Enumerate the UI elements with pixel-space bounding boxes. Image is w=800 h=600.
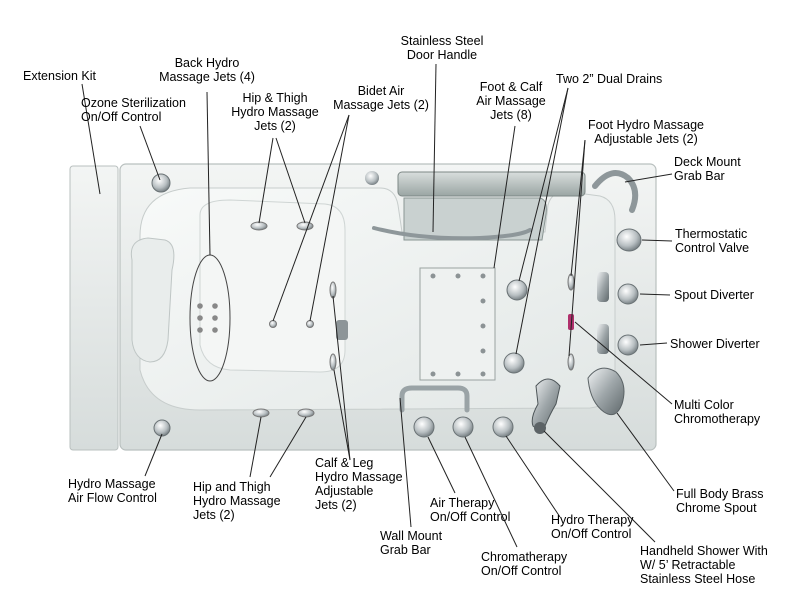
label-dual-drains: Two 2” Dual Drains [556, 72, 663, 86]
back-jet [197, 303, 203, 309]
seat [199, 199, 346, 373]
back-jet [212, 327, 218, 333]
label-hydro-airflow: Hydro Massage Air Flow Control [68, 477, 157, 505]
foot-air-jet [480, 298, 486, 304]
door-knob [365, 171, 379, 185]
label-back-hydro: Back Hydro Massage Jets (4) [159, 56, 255, 84]
label-chromatherapy-ctrl: Chromatherapy On/Off Control [481, 550, 568, 578]
foot-air-jet [430, 371, 436, 377]
label-calf-leg: Calf & Leg Hydro Massage Adjustable Jets… [315, 456, 403, 512]
back-jet [197, 327, 203, 333]
chromotherapy-light [568, 314, 574, 330]
foot-air-jet [430, 273, 436, 279]
shower-diverter [617, 334, 639, 356]
label-hip-thigh-top: Hip & Thigh Hydro Massage Jets (2) [231, 91, 319, 133]
label-ozone: Ozone Sterilization On/Off Control [81, 96, 186, 124]
thermostatic-valve [616, 228, 642, 252]
label-foot-calf-air: Foot & Calf Air Massage Jets (8) [476, 80, 546, 122]
label-hip-thigh-bottom: Hip and Thigh Hydro Massage Jets (2) [193, 480, 281, 522]
ozone-knob [151, 173, 171, 193]
spout-diverter [617, 283, 639, 305]
foot-hydro-jet [567, 353, 575, 371]
label-door-handle: Stainless Steel Door Handle [400, 34, 484, 62]
label-extension-kit: Extension Kit [23, 69, 96, 83]
back-jet [197, 315, 203, 321]
foot-air-jet [455, 273, 461, 279]
shower-diverter-base [597, 324, 609, 354]
foot-air-jet [480, 323, 486, 329]
label-air-therapy: Air Therapy On/Off Control [430, 496, 511, 524]
drain-plate [336, 320, 348, 340]
door-window [403, 197, 547, 241]
label-spout-diverter: Spout Diverter [674, 288, 754, 302]
back-jet [212, 303, 218, 309]
drain [503, 352, 525, 374]
handheld-base [534, 422, 546, 434]
label-wall-grab: Wall Mount Grab Bar [380, 529, 443, 557]
deck-grab-bar [592, 170, 639, 213]
label-bidet-air: Bidet Air Massage Jets (2) [333, 84, 429, 112]
label-handheld-shower: Handheld Shower With W/ 5’ Retractable S… [640, 544, 768, 586]
label-chromotherapy: Multi Color Chromotherapy [674, 398, 761, 426]
label-thermostatic: Thermostatic Control Valve [675, 227, 750, 255]
door-handle [372, 226, 532, 241]
air-therapy-knob [413, 416, 435, 438]
label-foot-hydro: Foot Hydro Massage Adjustable Jets (2) [587, 118, 705, 146]
full-body-spout [587, 367, 625, 416]
label-deck-grab: Deck Mount Grab Bar [674, 155, 741, 183]
foot-air-jet [480, 273, 486, 279]
label-shower-diverter: Shower Diverter [670, 337, 760, 351]
foot-air-jet [480, 371, 486, 377]
spout-diverter-base [597, 272, 609, 302]
label-full-body-spout: Full Body Brass Chrome Spout [676, 487, 764, 515]
headrest-pillow [130, 237, 175, 363]
foot-air-jet [455, 371, 461, 377]
hydro-therapy-knob [492, 416, 514, 438]
back-jet [212, 315, 218, 321]
airflow-knob [153, 419, 171, 437]
label-hydro-therapy: Hydro Therapy On/Off Control [551, 513, 634, 541]
door-top [397, 171, 586, 197]
foot-air-jet [480, 348, 486, 354]
wall-grab-bar [399, 385, 470, 413]
extension-panel [69, 165, 119, 451]
chroma-knob [452, 416, 474, 438]
drain [506, 279, 528, 301]
calf-jet [329, 353, 337, 371]
